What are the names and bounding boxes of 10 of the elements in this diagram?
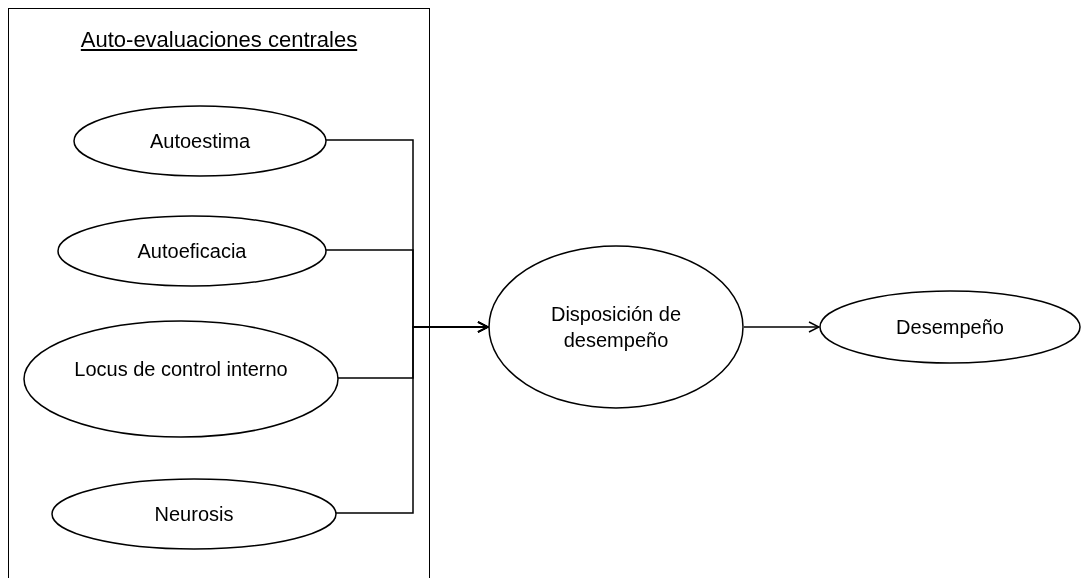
group-box	[8, 8, 430, 578]
node-label: Locus de control interno	[74, 357, 288, 382]
node-label: Desempeño	[896, 315, 1004, 340]
node-label: Disposición de desempeño	[549, 302, 683, 353]
connector-arrow	[743, 321, 820, 333]
node-label: Autoestima	[149, 129, 251, 154]
group-heading: Auto-evaluaciones centrales	[79, 27, 359, 53]
node-label: Autoeficacia	[137, 239, 247, 264]
node-label: Neurosis	[154, 502, 234, 527]
connector-arrow	[335, 321, 489, 514]
